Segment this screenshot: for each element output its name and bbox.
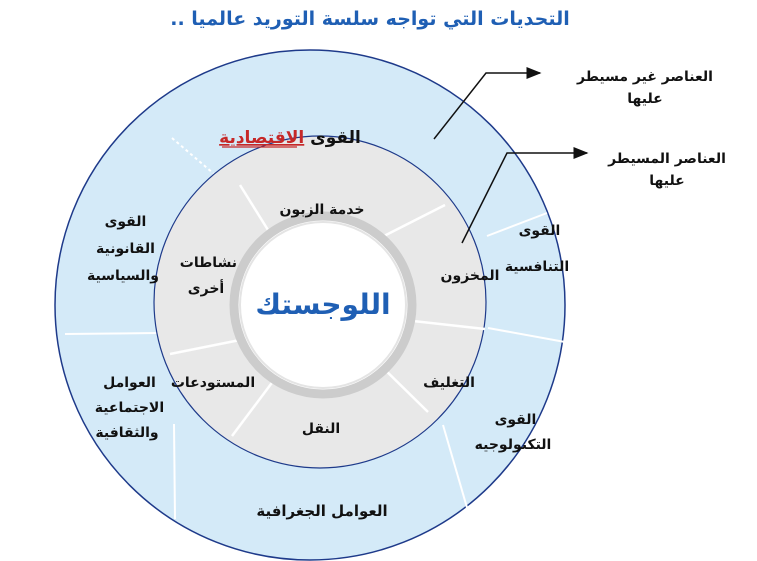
outer-label-geographic: العوامل الجغرافية	[256, 502, 387, 520]
page-title: التحديات التي تواجه سلسة التوريد عالميا …	[170, 8, 570, 30]
controlled-arrow	[461, 147, 589, 244]
annotation-controlled: العناصر المسيطر عليها	[608, 151, 726, 189]
outer-label-economic-line1: القوى	[310, 128, 361, 148]
outer-label-technological: القوى التكنولوجيه	[475, 412, 552, 453]
inner-label-other: نشاطات أخرى	[175, 255, 237, 297]
outer-label-economic-highlight: الاقتصادية	[219, 128, 304, 148]
outer-label-economic: القوى الاقتصادية	[219, 128, 361, 148]
center-ring	[229, 211, 417, 399]
annotation-uncontrolled: العناصر غير مسيطر عليها	[577, 69, 713, 107]
inner-label-warehouse: المخزون	[441, 268, 500, 284]
outer-label-social: العوامل الاجتماعية والثقافية	[90, 375, 164, 441]
outer-label-legal: القوى القانونية والسياسية	[87, 214, 159, 284]
inner-label-transport: النقل	[302, 421, 340, 437]
inner-label-depots: المستودعات	[171, 375, 255, 391]
inner-label-packaging: التغليف	[423, 375, 475, 391]
inner-label-customer-service: خدمة الزبون	[280, 202, 365, 218]
outer-label-competitive: القوى التنافسية	[505, 223, 569, 275]
center-label: اللوجستك	[255, 288, 390, 321]
uncontrolled-arrow	[433, 67, 542, 140]
